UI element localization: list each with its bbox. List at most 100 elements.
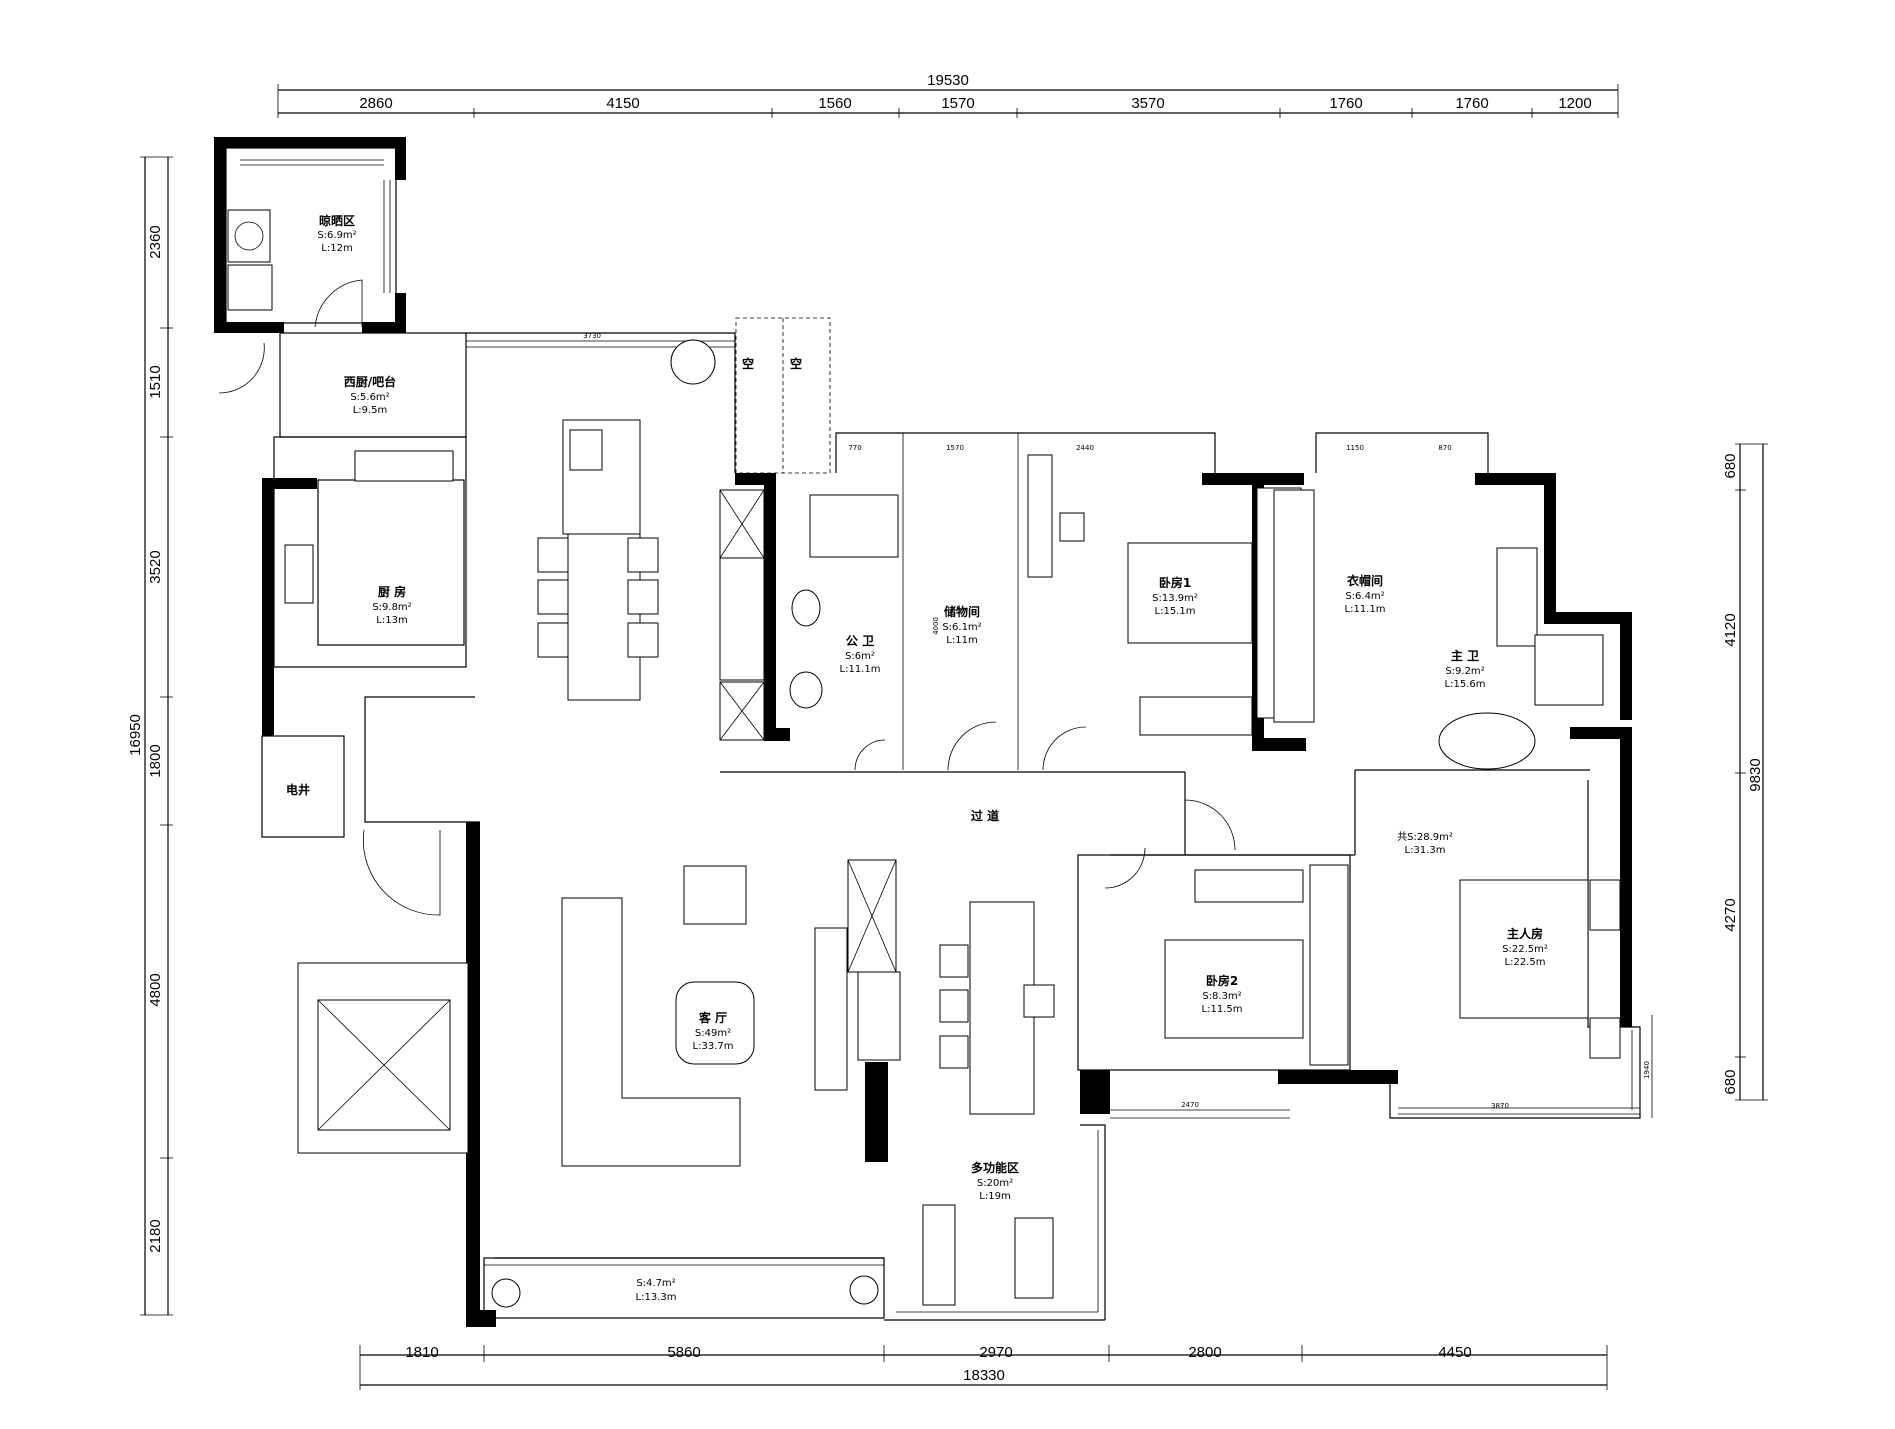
room-perimeter: L:13m [376, 615, 407, 626]
dimension-top: 19530 2860 4150 1560 1570 3570 1760 1760… [277, 72, 1619, 118]
inner-dim-6: 2470 [1181, 1101, 1199, 1109]
room-perimeter: L:33.7m [693, 1041, 734, 1052]
room-name: 卧房2 [1206, 973, 1238, 988]
dim-top-3: 1570 [941, 95, 974, 112]
inner-dim-3: 2440 [1076, 444, 1094, 452]
dim-top-7: 1200 [1558, 95, 1591, 112]
room-balcony: S:4.7m² L:13.3m [636, 1278, 677, 1303]
inner-dim-4: 1150 [1346, 444, 1364, 452]
dim-left-0: 2360 [147, 225, 164, 258]
room-area: S:4.7m² [636, 1278, 675, 1289]
room-area: S:6.1m² [942, 622, 981, 633]
room-perimeter: L:11.5m [1202, 1004, 1243, 1015]
dim-right-total: 9830 [1747, 758, 1764, 791]
room-area: S:8.3m² [1202, 991, 1241, 1002]
room-name: 西厨/吧台 [344, 374, 396, 389]
room-name: 衣帽间 [1347, 573, 1383, 588]
inner-dim-0: 3730 [583, 332, 601, 340]
room-area: 共S:28.9m² [1397, 831, 1453, 843]
dim-top-2: 1560 [818, 95, 851, 112]
dim-top-5: 1760 [1329, 95, 1362, 112]
room-perimeter: L:31.3m [1405, 845, 1446, 856]
room-corridor: 过 道 [971, 808, 999, 823]
room-area: S:5.6m² [350, 392, 389, 403]
room-perimeter: L:15.1m [1155, 606, 1196, 617]
dim-bottom-0: 1810 [405, 1344, 438, 1361]
room-master-bath: 主 卫 S:9.2m² L:15.6m [1445, 648, 1486, 690]
dim-right-0: 680 [1722, 453, 1739, 478]
room-name: 电井 [286, 782, 310, 797]
dim-top-4: 3570 [1131, 95, 1164, 112]
room-perimeter: L:11m [946, 635, 977, 646]
room-bedroom1: 卧房1 S:13.9m² L:15.1m [1152, 575, 1198, 617]
room-area: S:9.8m² [372, 602, 411, 613]
room-master-bedroom: 主人房 S:22.5m² L:22.5m [1502, 926, 1548, 968]
dimension-left: 2360 1510 3520 1800 4800 2180 16950 [127, 156, 173, 1316]
room-name: 储物间 [944, 604, 980, 619]
room-storage: 储物间 S:6.1m² L:11m [942, 604, 981, 646]
dim-left-4: 4800 [147, 973, 164, 1006]
dim-bottom-2: 2970 [979, 1344, 1012, 1361]
room-name: 晾晒区 [319, 213, 355, 228]
dim-left-2: 3520 [147, 550, 164, 583]
room-laundry: 晾晒区 S:6.9m² L:12m [317, 213, 356, 254]
dim-left-1: 1510 [147, 365, 164, 398]
room-name: 过 道 [971, 808, 999, 823]
dim-left-total: 16950 [127, 714, 144, 756]
room-perimeter: L:11.1m [1345, 604, 1386, 615]
room-bedroom2: 卧房2 S:8.3m² L:11.5m [1202, 973, 1243, 1015]
room-perimeter: L:9.5m [353, 405, 388, 416]
dim-top-0: 2860 [359, 95, 392, 112]
dim-bottom-3: 2800 [1188, 1344, 1221, 1361]
room-perimeter: L:22.5m [1505, 957, 1546, 968]
dim-bottom-1: 5860 [667, 1344, 700, 1361]
dim-top-1: 4150 [606, 95, 639, 112]
dim-bottom-4: 4450 [1438, 1344, 1471, 1361]
dim-top-total: 19530 [927, 72, 969, 89]
dimension-bottom: 1810 5860 2970 2800 4450 18330 [359, 1344, 1608, 1390]
inner-dim-9: 4000 [932, 617, 940, 635]
inner-dim-1: 770 [848, 444, 861, 452]
dim-top-6: 1760 [1455, 95, 1488, 112]
room-perimeter: L:12m [321, 243, 352, 254]
room-area: S:20m² [977, 1178, 1013, 1189]
room-area: S:9.2m² [1445, 666, 1484, 677]
doors [218, 279, 1236, 916]
room-multi: 多功能区 S:20m² L:19m [971, 1160, 1019, 1202]
room-kitchen: 厨 房 S:9.8m² L:13m [372, 584, 411, 626]
room-master-total: 共S:28.9m² L:31.3m [1397, 831, 1453, 856]
room-public-bath: 公 卫 S:6m² L:11.1m [840, 634, 881, 675]
room-name: 多功能区 [971, 1160, 1019, 1175]
room-area: S:6m² [845, 651, 875, 662]
room-name: 主人房 [1507, 926, 1543, 941]
inner-dim-2: 1570 [946, 444, 964, 452]
room-living: 客 厅 S:49m² L:33.7m [693, 1010, 734, 1052]
room-name: 主 卫 [1451, 648, 1479, 663]
room-cloakroom: 衣帽间 S:6.4m² L:11.1m [1345, 573, 1386, 615]
room-perimeter: L:15.6m [1445, 679, 1486, 690]
room-name: 卧房1 [1159, 575, 1191, 590]
room-area: S:13.9m² [1152, 593, 1198, 604]
room-perimeter: L:11.1m [840, 664, 881, 675]
dim-left-5: 2180 [147, 1219, 164, 1252]
dimension-right: 680 4120 4270 680 9830 [1722, 443, 1768, 1101]
inner-dim-7: 3870 [1491, 1102, 1509, 1110]
dim-right-2: 4270 [1722, 898, 1739, 931]
room-name: 厨 房 [378, 584, 406, 599]
inner-dim-5: 870 [1438, 444, 1451, 452]
room-area: S:22.5m² [1502, 944, 1548, 955]
room-perimeter: L:13.3m [636, 1292, 677, 1303]
dim-left-3: 1800 [147, 744, 164, 777]
room-area: S:6.9m² [317, 230, 356, 241]
dim-bottom-total: 18330 [963, 1367, 1005, 1384]
room-area: S:49m² [695, 1028, 731, 1039]
room-shaft: 电井 [286, 782, 310, 797]
furniture [227, 209, 1621, 1308]
room-perimeter: L:19m [979, 1191, 1010, 1202]
inner-dim-8: 1940 [1643, 1061, 1651, 1079]
room-name: 客 厅 [698, 1010, 727, 1025]
room-western-kitchen: 西厨/吧台 S:5.6m² L:9.5m [344, 374, 396, 416]
void-label-2: 空 [790, 356, 802, 371]
inner-dimensions: 3730 770 1570 2440 1150 870 2470 3870 19… [583, 332, 1651, 1110]
